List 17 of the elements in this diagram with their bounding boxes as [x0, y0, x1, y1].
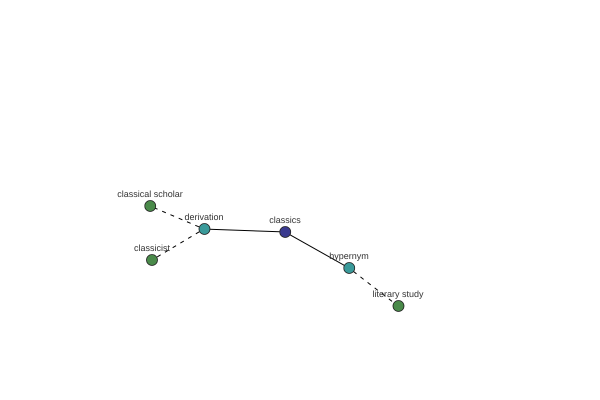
node-label: literary study: [372, 289, 424, 300]
node-label: hypernym: [329, 251, 369, 262]
node-label: derivation: [184, 212, 224, 223]
node-label: classicist: [134, 243, 170, 254]
link-line: [289, 234, 345, 266]
dashed-link: [156, 231, 200, 258]
graph-node: [329, 251, 369, 274]
node-label: classics: [269, 215, 301, 226]
dashed-link: [154, 208, 200, 228]
dashed-link: [352, 270, 394, 304]
graph-node: [372, 289, 424, 312]
graph-node: [269, 215, 301, 238]
graph-node: [134, 243, 170, 266]
graph-node: [184, 212, 224, 235]
graph-node: [117, 189, 183, 212]
link-line: [209, 228, 280, 232]
node-label: classical scholar: [117, 189, 183, 200]
